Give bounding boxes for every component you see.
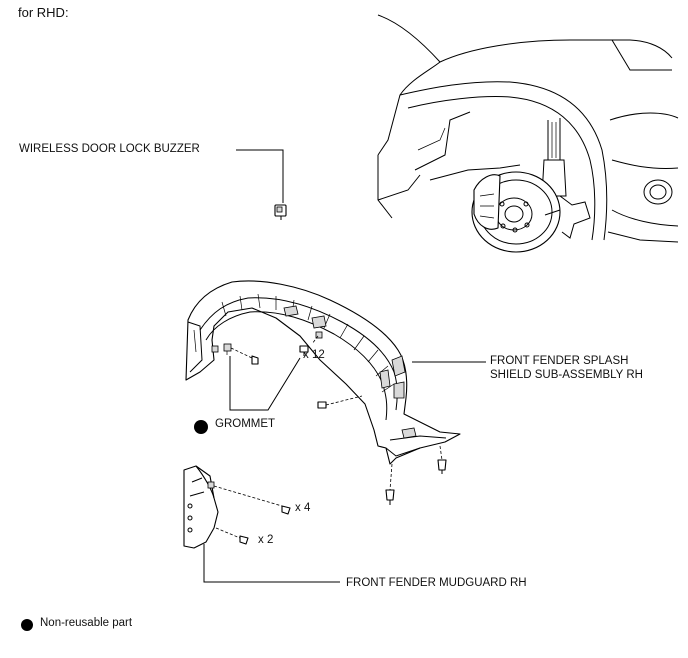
mudguard-leader [203, 544, 340, 583]
label-splash-shield-line1: FRONT FENDER SPLASH [490, 355, 629, 367]
label-wireless-door-lock-buzzer: WIRELESS DOOR LOCK BUZZER [19, 143, 200, 155]
non-reusable-marker-grommet [194, 420, 208, 434]
non-reusable-legend-marker [21, 619, 33, 631]
quantity-x4: x 4 [295, 502, 311, 514]
quantity-x2: x 2 [258, 534, 274, 546]
splash-shield-fasteners [223, 335, 447, 505]
label-grommet: GROMMET [215, 418, 276, 430]
legend-non-reusable-part: Non-reusable part [40, 617, 133, 629]
wireless-door-lock-buzzer [236, 149, 287, 220]
vehicle-body-illustration [377, 14, 679, 253]
label-splash-shield-line2: SHIELD SUB-ASSEMBLY RH [490, 369, 643, 381]
quantity-x12: x 12 [303, 349, 325, 361]
grommet-part [223, 343, 232, 355]
page-title: for RHD: [18, 5, 69, 20]
front-fender-splash-shield [185, 280, 461, 465]
front-fender-mudguard [183, 465, 340, 583]
label-front-fender-mudguard: FRONT FENDER MUDGUARD RH [346, 577, 527, 589]
grommet-leader [229, 356, 301, 411]
